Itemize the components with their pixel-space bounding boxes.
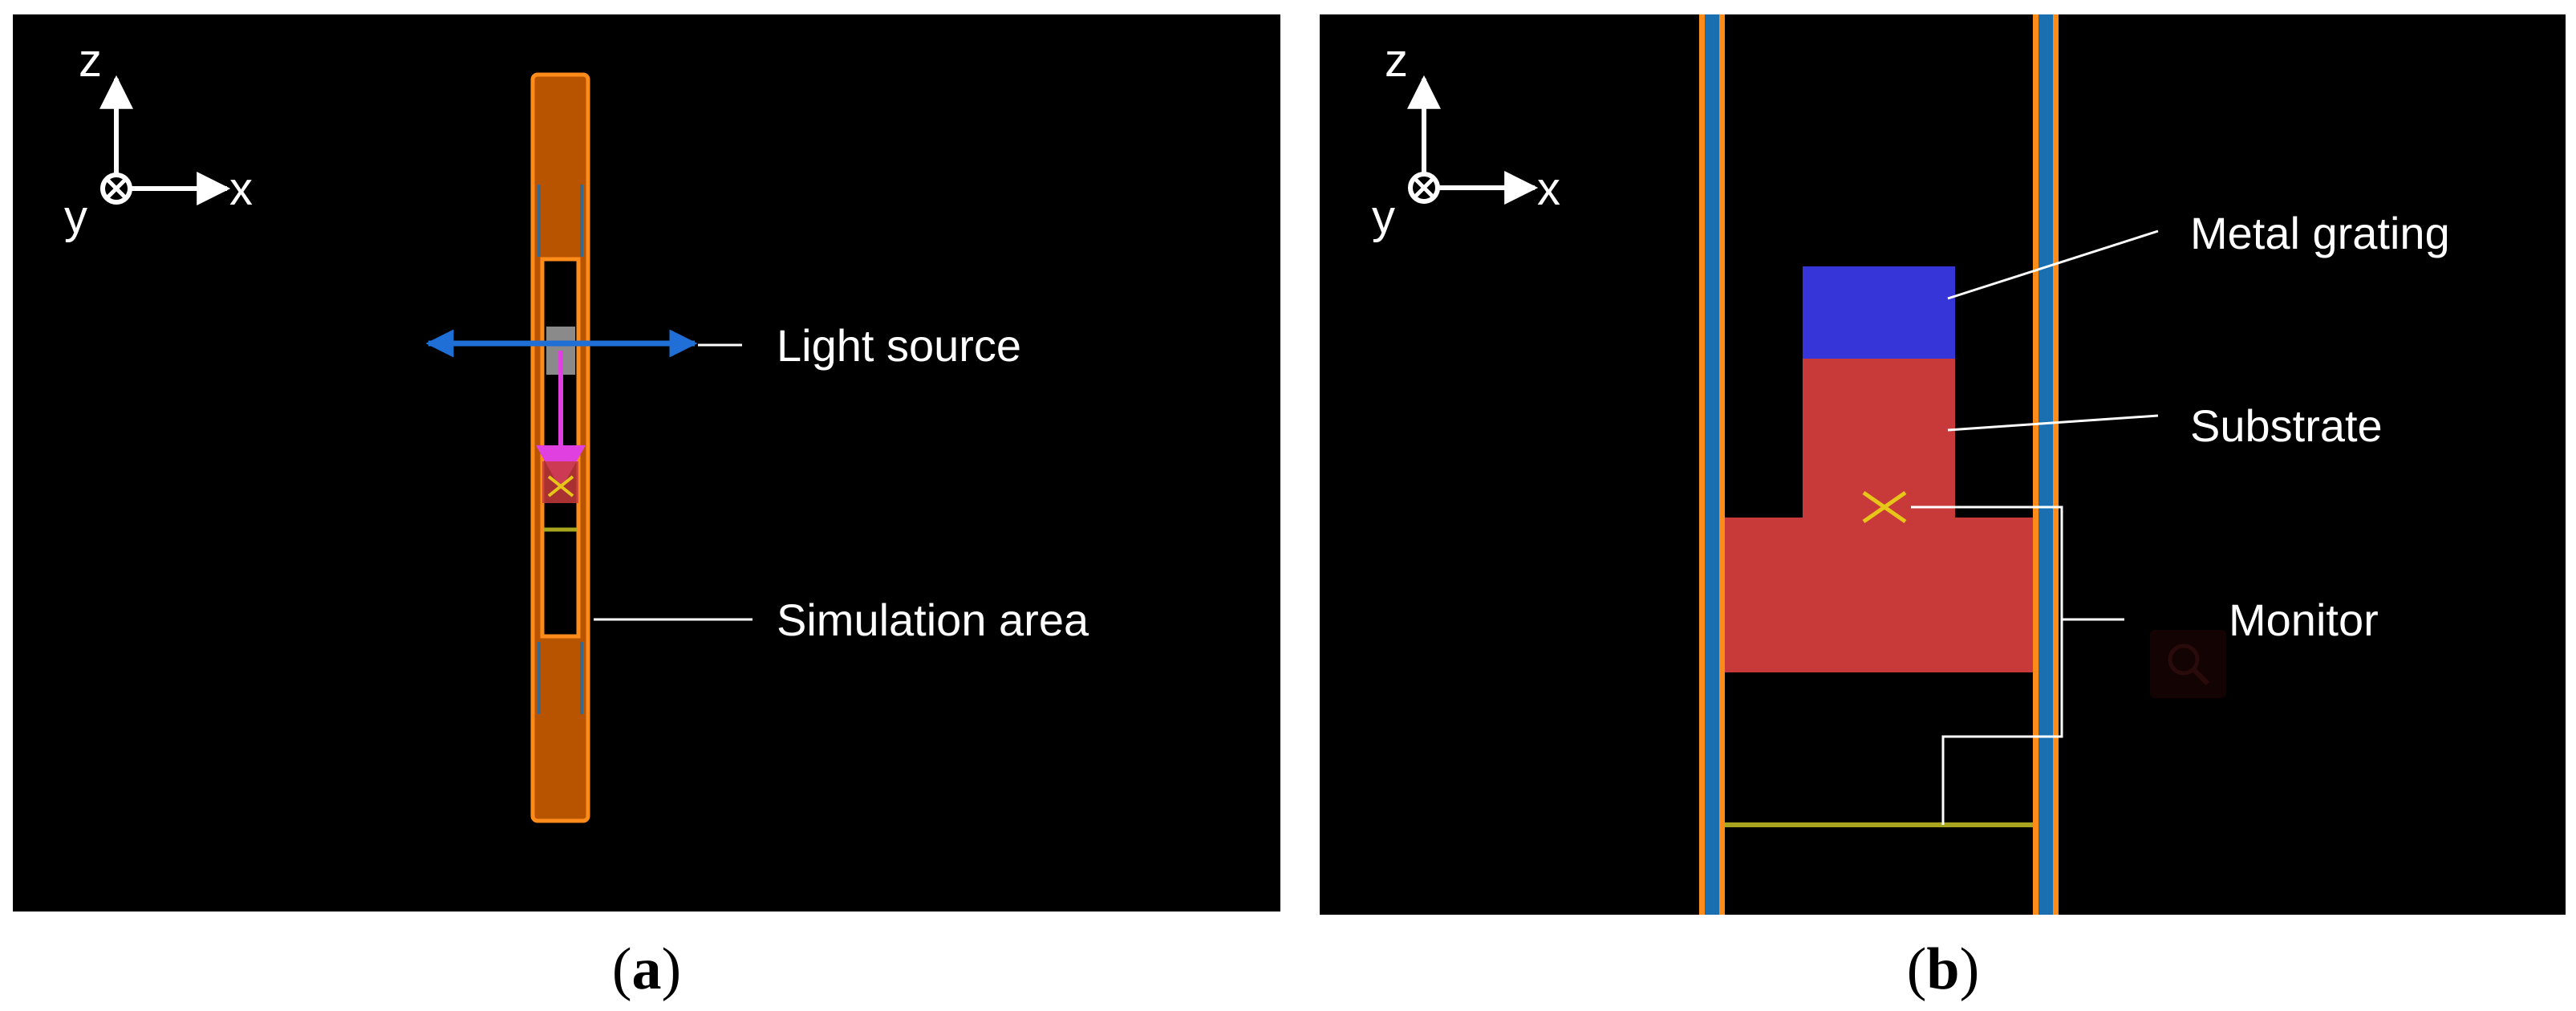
light-source-a	[425, 327, 698, 503]
caption-b-letter: b	[1926, 936, 1959, 1002]
label-simulation-area: Simulation area	[777, 595, 1089, 645]
caption-a-letter: a	[632, 936, 662, 1002]
magnifier-icon	[2150, 630, 2226, 698]
axis-triad-a: z x y	[64, 35, 253, 243]
caption-a-open: (	[612, 936, 632, 1002]
z-axis-label: z	[1385, 35, 1408, 87]
metal-grating-block	[1803, 266, 1955, 359]
substrate-block	[1725, 359, 2033, 672]
y-axis-label: y	[1372, 191, 1395, 243]
label-monitor: Monitor	[2229, 595, 2379, 645]
leader-line-metal-grating	[1947, 229, 2159, 300]
caption-b-close: )	[1960, 936, 1980, 1002]
caption-a: (a)	[612, 936, 681, 1002]
label-light-source: Light source	[777, 320, 1021, 371]
x-axis-label: x	[1537, 163, 1560, 215]
label-metal-grating: Metal grating	[2190, 208, 2450, 258]
pml-blue-hatching	[538, 185, 583, 714]
y-axis-cross	[105, 177, 128, 200]
panel-a-background	[13, 14, 1280, 912]
x-axis-label: x	[229, 163, 253, 215]
leader-line-monitor	[1911, 506, 2063, 825]
y-axis-into-page-icon	[100, 173, 132, 205]
y-axis-cross	[1413, 177, 1435, 199]
source-highlight	[542, 461, 578, 503]
panel-a: z x y	[13, 14, 1280, 912]
axis-triad-b: z x y	[1372, 35, 1560, 243]
y-axis-label: y	[64, 191, 87, 243]
caption-b: (b)	[1907, 936, 1979, 1002]
right-periodic-boundary	[2033, 14, 2059, 915]
left-periodic-boundary	[1699, 14, 1725, 915]
point-monitor-a-icon	[547, 475, 574, 497]
label-substrate: Substrate	[2190, 400, 2383, 451]
point-monitor-b-icon	[1862, 490, 1907, 524]
leader-line-substrate	[1947, 414, 2159, 432]
caption-b-open: (	[1907, 936, 1927, 1002]
caption-a-close: )	[662, 936, 682, 1002]
y-axis-into-page-icon	[1408, 172, 1440, 204]
panel-b: z x y	[1320, 14, 2566, 915]
z-axis-label: z	[79, 35, 102, 87]
